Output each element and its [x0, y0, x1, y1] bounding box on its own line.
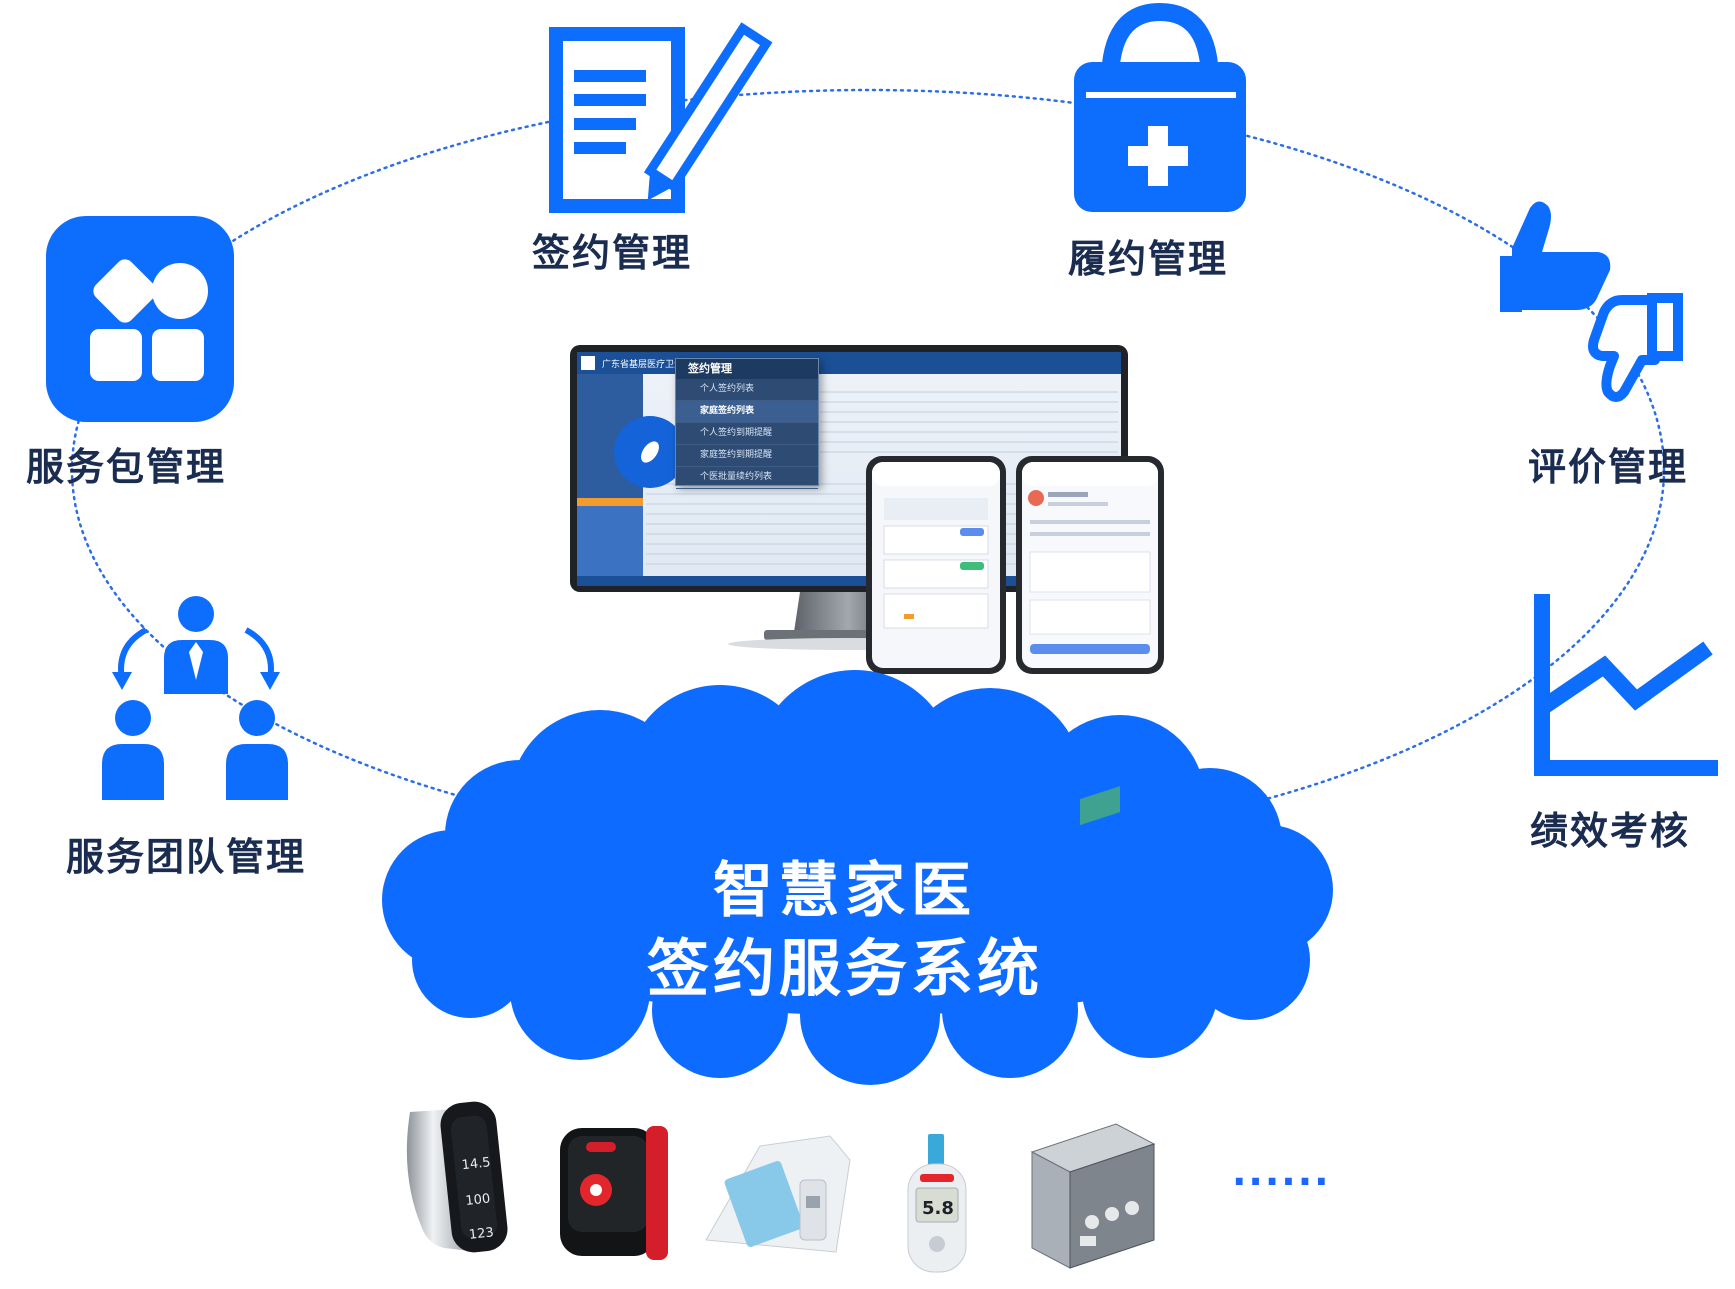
- label-signing: 签约管理: [532, 231, 693, 275]
- menu-item-personal: 个人签约列表: [676, 379, 818, 401]
- mobile-phone-right: [1016, 456, 1164, 674]
- center-title-line2: 签约服务系统: [646, 932, 1043, 1005]
- menu-item-family-expiry: 家庭签约到期提醒: [676, 445, 818, 467]
- center-title-line1: 智慧家医: [713, 856, 977, 926]
- more-devices-ellipsis: ......: [1232, 1150, 1331, 1194]
- thumbs-up-down-icon: [1500, 201, 1683, 402]
- monitor-dropdown-menu: 签约管理 个人签约列表 家庭签约列表 个人签约到期提醒 家庭签约到期提醒 个医批…: [675, 358, 819, 489]
- line-chart-icon: [1534, 594, 1718, 776]
- medical-kit-device: [1030, 786, 1156, 1269]
- medical-bag-icon: [1074, 2, 1246, 212]
- apps-grid-icon: [46, 216, 234, 422]
- team-people-icon: [102, 596, 288, 800]
- menu-title: 签约管理: [676, 359, 818, 379]
- cloud-shape: [382, 670, 1333, 1085]
- band-reading-1: 14.5: [461, 1155, 491, 1173]
- glucose-meter-device: 5.8: [907, 1134, 967, 1273]
- blood-pressure-monitor-device: [705, 1135, 851, 1253]
- label-team: 服务团队管理: [66, 835, 307, 879]
- label-package: 服务包管理: [26, 445, 227, 489]
- smart-band-device: 14.5 100 123: [406, 1101, 508, 1253]
- label-review: 评价管理: [1528, 445, 1689, 489]
- disc-logo-icon: [614, 416, 686, 488]
- emergency-pager-device: [560, 1126, 668, 1260]
- band-reading-3: 123: [468, 1225, 494, 1243]
- label-perf: 绩效考核: [1530, 809, 1691, 853]
- label-fulfill: 履约管理: [1068, 237, 1229, 281]
- mobile-phone-left: [866, 456, 1006, 674]
- glucose-reading: 5.8: [922, 1198, 954, 1219]
- menu-item-family: 家庭签约列表: [676, 401, 818, 423]
- band-reading-2: 100: [465, 1191, 491, 1209]
- menu-item-personal-expiry: 个人签约到期提醒: [676, 423, 818, 445]
- contract-pen-icon: [549, 22, 773, 213]
- menu-item-batch-renew: 个医批量续约列表: [676, 467, 818, 489]
